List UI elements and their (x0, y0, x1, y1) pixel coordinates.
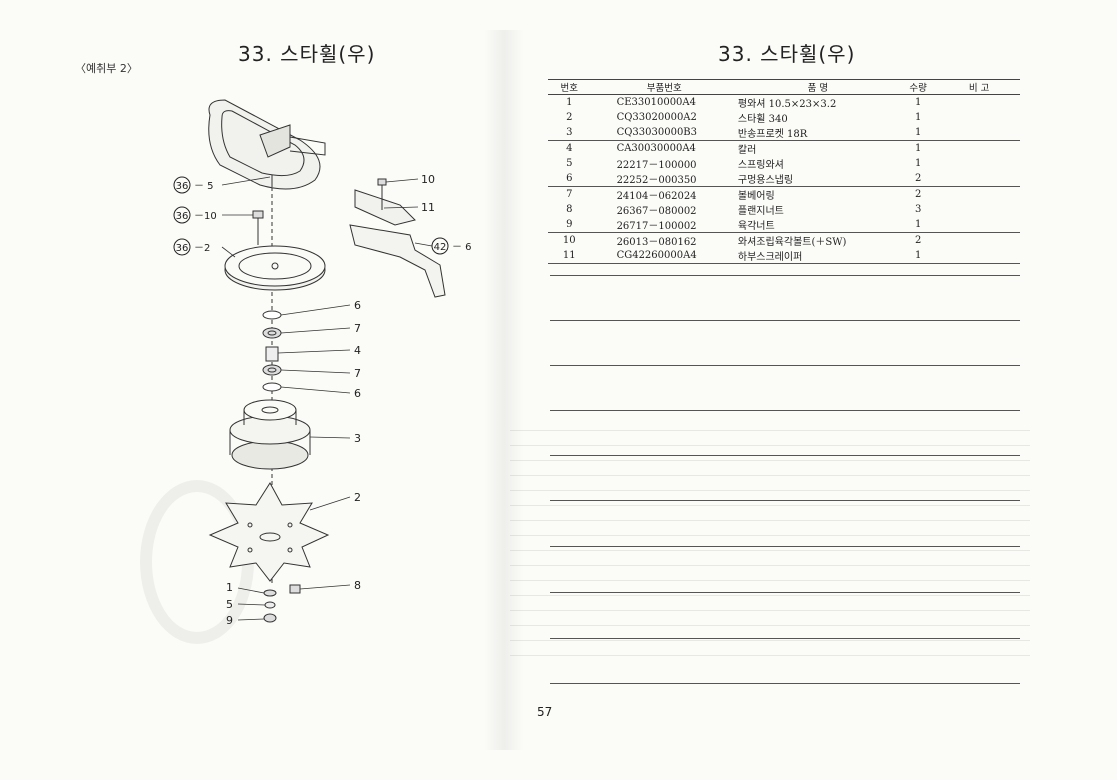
blank-rule-line (550, 683, 1020, 684)
label-3: 3 (354, 432, 361, 445)
blank-rule-line (550, 592, 1020, 593)
column-header-quantity: 수량 (897, 79, 939, 95)
callout-36-5: 36 － 5 (173, 176, 214, 194)
blank-rule-line (550, 638, 1020, 639)
blank-rule-line (550, 365, 1020, 366)
column-header-part-name: 품 명 (737, 79, 898, 95)
star-wheel-part (208, 482, 330, 582)
blank-rule-line (550, 455, 1020, 456)
svg-text:－10: －10 (194, 211, 217, 222)
svg-text:－ 5: － 5 (194, 181, 214, 192)
label-2: 2 (354, 491, 361, 504)
exploded-parts-diagram: 36 － 5 36 －10 36 －2 42 － 6 10 11 6 7 4 7… (173, 99, 472, 627)
svg-text:－ 6: － 6 (452, 242, 472, 253)
label-4: 4 (354, 344, 361, 357)
svg-text:－2: －2 (194, 243, 210, 254)
right-page-title: 33. 스타휠(우) (718, 42, 856, 66)
column-header-remarks: 비 고 (938, 79, 1020, 95)
label-11: 11 (421, 201, 435, 214)
sprocket-part (229, 399, 311, 470)
column-header-number: 번호 (548, 79, 591, 95)
blank-rule-line (550, 500, 1020, 501)
label-10: 10 (421, 173, 435, 186)
label-8: 8 (354, 579, 361, 592)
blank-rule-line (550, 275, 1020, 276)
label-5: 5 (226, 598, 233, 611)
bolt-36-10 (252, 210, 264, 245)
label-9: 9 (226, 614, 233, 627)
svg-text:36: 36 (176, 211, 189, 222)
disc-plate-part (224, 245, 326, 291)
upper-cover-part (208, 99, 326, 190)
blank-rule-line (550, 546, 1020, 547)
page-number: 57 (537, 705, 553, 719)
page-gutter (484, 30, 524, 750)
column-header-part-number: 부품번호 (590, 79, 738, 95)
callout-42-6: 42 － 6 (431, 237, 472, 255)
label-1: 1 (226, 581, 233, 594)
label-7-bottom: 7 (354, 367, 361, 380)
svg-text:36: 36 (176, 181, 189, 192)
svg-text:42: 42 (434, 242, 447, 253)
callout-36-10: 36 －10 (173, 206, 217, 224)
label-6-top: 6 (354, 299, 361, 312)
table-header-row: 번호 부품번호 품 명 수량 비 고 (548, 79, 1020, 95)
bottom-fasteners (263, 584, 301, 623)
section-note: 〈예취부 2〉 (75, 62, 138, 75)
leader-lines (221, 176, 433, 621)
blank-rule-line (550, 320, 1020, 321)
side-scraper-part (349, 178, 446, 298)
svg-text:36: 36 (176, 243, 189, 254)
callout-36-2: 36 －2 (173, 238, 210, 256)
bleed-through-texture (510, 430, 1030, 660)
label-7-top: 7 (354, 322, 361, 335)
blank-rule-line (550, 410, 1020, 411)
label-6-bottom: 6 (354, 387, 361, 400)
left-page-title: 33. 스타휠(우) (238, 42, 376, 66)
